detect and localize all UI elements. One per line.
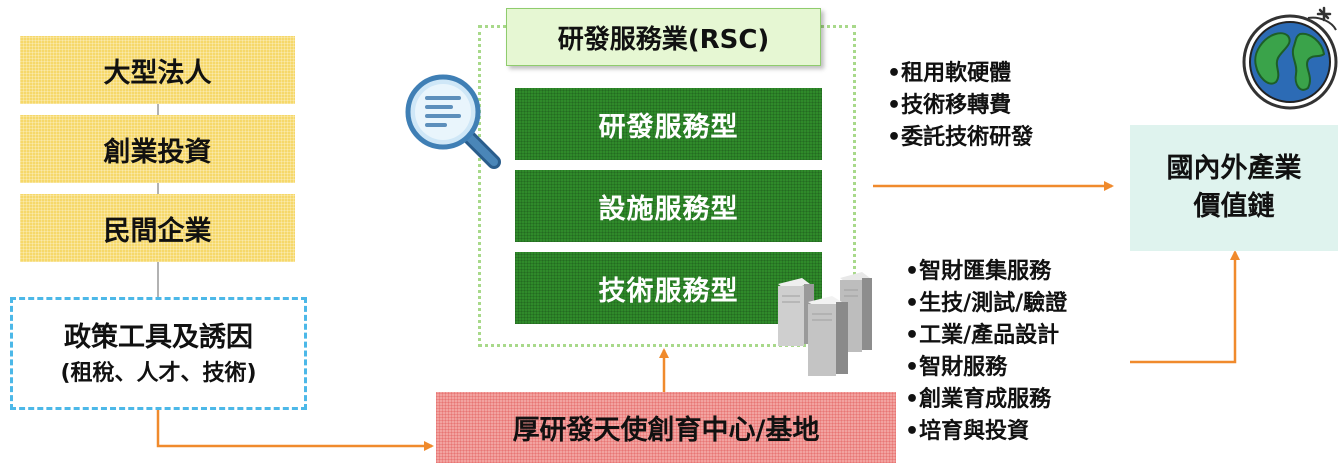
list-item: 智財匯集服務 (905, 256, 1067, 288)
stack-item-private-enterprise: 民間企業 (20, 194, 295, 262)
facility-service-type-box: 設施服務型 (515, 170, 822, 242)
rsc-title: 研發服務業(RSC) (506, 8, 821, 66)
stack-item-label: 創業投資 (103, 136, 212, 168)
services-to-value-chain-arrow (1130, 250, 1240, 364)
bottom-services-list: 智財匯集服務 生技/測試/驗證 工業/產品設計 智財服務 創業育成服務 培育與投… (905, 256, 1067, 448)
server-towers-icon (778, 272, 872, 376)
stack-item-label: 大型法人 (103, 57, 212, 89)
list-item: 租用軟硬體 (887, 58, 1033, 90)
technical-service-type-label: 技術服務型 (598, 275, 739, 307)
stack-item-label: 民間企業 (103, 215, 212, 247)
value-chain-line1: 國內外產業 (1166, 153, 1302, 184)
list-item: 創業育成服務 (905, 384, 1067, 416)
magnifier-document-icon (405, 74, 501, 169)
policy-tools-subtitle: (租稅、人才、技術) (60, 360, 257, 386)
facility-service-type-label: 設施服務型 (598, 193, 739, 225)
policy-tools-box: 政策工具及誘因 (租稅、人才、技術) (10, 297, 307, 410)
value-chain-box: 國內外產業 價值鏈 (1130, 125, 1338, 251)
rd-service-type-box: 研發服務型 (515, 88, 822, 160)
list-item: 技術移轉費 (887, 90, 1033, 122)
value-chain-line2: 價值鏈 (1193, 191, 1275, 222)
list-item: 智財服務 (905, 352, 1067, 384)
list-item: 培育與投資 (905, 416, 1067, 448)
stack-item-venture-capital: 創業投資 (20, 115, 295, 183)
rd-service-type-label: 研發服務型 (598, 111, 739, 143)
globe-icon (1242, 6, 1338, 110)
policy-to-incubator-arrow (156, 410, 434, 451)
incubator-center-label: 厚研發天使創育中心/基地 (512, 415, 820, 446)
list-item: 生技/測試/驗證 (905, 288, 1067, 320)
technical-service-type-box: 技術服務型 (515, 252, 822, 324)
list-item: 工業/產品設計 (905, 320, 1067, 352)
stack-item-large-institutions: 大型法人 (20, 36, 295, 104)
top-services-list: 租用軟硬體 技術移轉費 委託技術研發 (887, 58, 1033, 154)
policy-tools-title: 政策工具及誘因 (64, 321, 253, 353)
incubator-center-box: 厚研發天使創育中心/基地 (436, 392, 896, 463)
rsc-title-label: 研發服務業(RSC) (557, 24, 770, 55)
list-item: 委託技術研發 (887, 122, 1033, 154)
